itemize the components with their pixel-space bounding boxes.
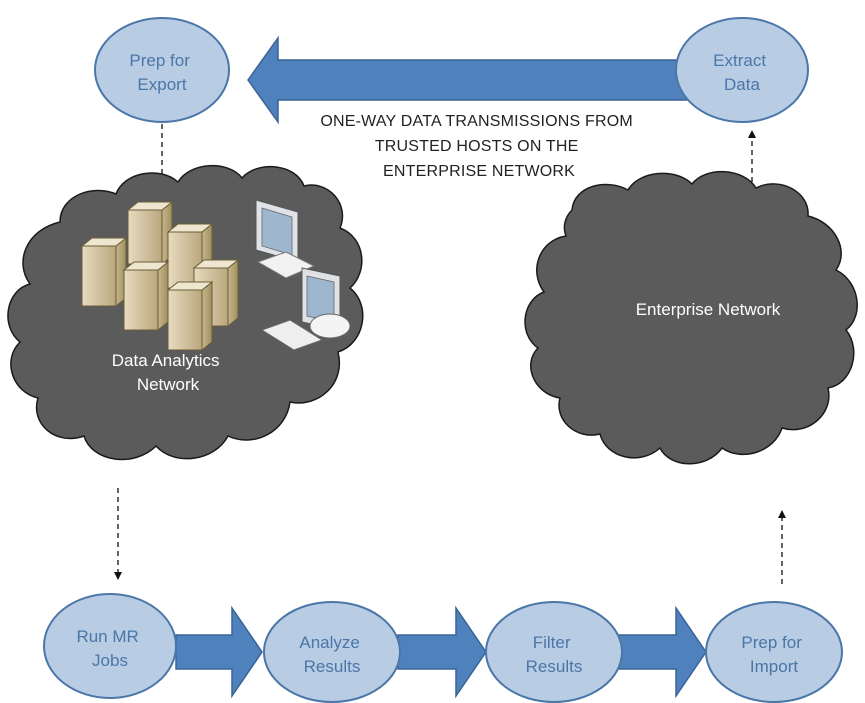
flow-arrow-filter-to-import (617, 605, 707, 699)
node-label-line: Data (724, 75, 760, 94)
flow-arrow-analyze-to-filter (397, 605, 487, 699)
cloud-label-line: Network (137, 375, 200, 394)
transmission-caption: ONE-WAY DATA TRANSMISSIONS FROM TRUSTED … (320, 113, 637, 180)
node-label-line: Prep for (129, 51, 190, 70)
node-label-line: Export (137, 75, 186, 94)
svg-text:Prep for Export: Prep for Export (129, 51, 194, 94)
cloud-label-line: Enterprise Network (636, 300, 781, 319)
node-label-line: Jobs (92, 651, 128, 670)
node-label-line: Import (750, 657, 798, 676)
one-way-transmission-arrow (247, 35, 691, 125)
node-label-line: Analyze (299, 633, 359, 652)
node-label-line: Prep for (741, 633, 802, 652)
caption-line-1: ONE-WAY DATA TRANSMISSIONS FROM (320, 113, 633, 130)
svg-text:Extract Data: Extract Data (713, 51, 771, 94)
node-filter-results: Filter Results (485, 601, 623, 703)
cloud-label-line: Data Analytics (112, 351, 220, 370)
node-extract-data: Extract Data (675, 17, 809, 123)
node-label-line: Results (304, 657, 361, 676)
caption-line-3: ENTERPRISE NETWORK (383, 163, 575, 180)
cloud-enterprise-network: Enterprise Network (524, 171, 858, 465)
node-run-mr-jobs: Run MR Jobs (43, 593, 177, 699)
svg-text:Filter Results: Filter Results (526, 633, 583, 676)
node-prep-for-export: Prep for Export (94, 17, 230, 123)
caption-line-2: TRUSTED HOSTS ON THE (375, 138, 579, 155)
node-label-line: Extract (713, 51, 766, 70)
node-label-line: Results (526, 657, 583, 676)
node-label-line: Run MR (76, 627, 138, 646)
node-analyze-results: Analyze Results (263, 601, 401, 703)
node-label-line: Filter (533, 633, 571, 652)
svg-text:Analyze Results: Analyze Results (299, 633, 364, 676)
server-rack-icon (80, 200, 240, 352)
workstation-icon (255, 199, 351, 351)
node-prep-for-import: Prep for Import (705, 601, 843, 703)
svg-text:Data Analytics Network: Data Analytics Network (112, 351, 224, 394)
svg-text:Enterprise Network: Enterprise Network (636, 300, 781, 319)
flow-arrow-run-to-analyze (175, 605, 263, 699)
svg-text:Prep for Import: Prep for Import (741, 633, 806, 676)
svg-text:Run MR Jobs: Run MR Jobs (76, 627, 143, 670)
